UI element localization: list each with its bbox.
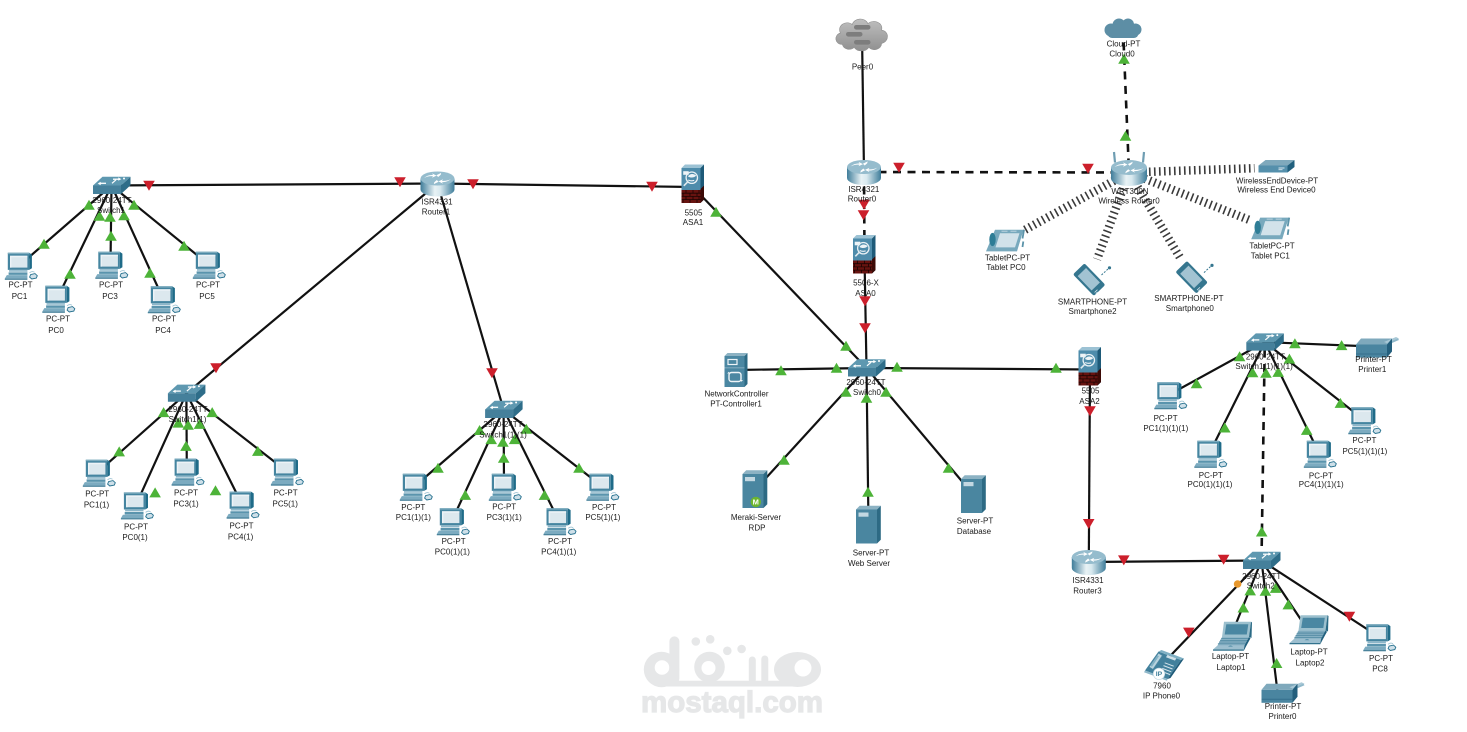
svg-text:Server-PT: Server-PT [853,548,890,557]
svg-text:Smartphone0: Smartphone0 [1166,304,1215,313]
svg-text:PC-PT: PC-PT [1154,414,1178,423]
svg-text:TabletPC-PT: TabletPC-PT [985,253,1030,262]
svg-text:PC-PT: PC-PT [174,488,198,497]
svg-text:PC-PT: PC-PT [274,488,298,497]
svg-text:2960-24TT: 2960-24TT [1246,352,1285,361]
svg-text:Laptop-PT: Laptop-PT [1212,652,1249,661]
svg-text:ISR4321: ISR4321 [848,185,880,194]
svg-text:Printer1: Printer1 [1358,365,1387,374]
svg-text:2960-24TT: 2960-24TT [168,405,207,414]
svg-text:Database: Database [957,527,992,536]
svg-text:RDP: RDP [749,523,766,532]
svg-text:PC4(1)(1): PC4(1)(1) [541,547,576,556]
svg-text:Peer0: Peer0 [852,62,874,71]
svg-text:ASA1: ASA1 [683,218,704,227]
svg-text:Printer-PT: Printer-PT [1265,702,1302,711]
svg-text:Router1: Router1 [422,207,451,216]
svg-text:PC4(1)(1)(1): PC4(1)(1)(1) [1299,480,1344,489]
svg-text:PC-PT: PC-PT [99,280,123,289]
svg-text:PT-Controller1: PT-Controller1 [710,399,762,408]
svg-text:Laptop-PT: Laptop-PT [1290,647,1327,656]
svg-text:Router0: Router0 [848,195,877,204]
svg-text:PC4(1): PC4(1) [228,532,254,541]
svg-text:PC5(1)(1)(1): PC5(1)(1)(1) [1342,447,1387,456]
svg-text:Switch1(1): Switch1(1) [169,415,207,424]
svg-text:WRT300N: WRT300N [1111,187,1148,196]
svg-text:PC0: PC0 [48,326,64,335]
svg-text:PC0(1)(1)(1): PC0(1)(1)(1) [1188,480,1233,489]
svg-text:PC-PT: PC-PT [46,314,70,323]
svg-text:ISR4331: ISR4331 [421,197,453,206]
svg-text:ASA0: ASA0 [855,289,876,298]
svg-text:IP Phone0: IP Phone0 [1143,692,1181,701]
svg-text:PC5(1)(1): PC5(1)(1) [585,513,620,522]
svg-text:2960-24TT: 2960-24TT [846,378,885,387]
svg-text:PC1(1)(1)(1): PC1(1)(1)(1) [1143,424,1188,433]
svg-text:Wireless End Device0: Wireless End Device0 [1237,185,1316,194]
svg-text:Web Server: Web Server [848,559,890,568]
svg-text:PC-PT: PC-PT [9,280,33,289]
svg-text:Cloud0: Cloud0 [1109,49,1135,58]
svg-text:2960-24TT: 2960-24TT [1242,572,1281,581]
svg-text:PC4: PC4 [155,326,171,335]
svg-text:Tablet PC1: Tablet PC1 [1251,252,1291,261]
svg-text:Switch1(1)(1): Switch1(1)(1) [479,430,527,439]
svg-text:PC-PT: PC-PT [85,490,109,499]
svg-text:NetworkController: NetworkController [704,389,768,398]
svg-text:PC-PT: PC-PT [442,537,466,546]
svg-text:SMARTPHONE-PT: SMARTPHONE-PT [1154,294,1223,303]
svg-text:PC1(1): PC1(1) [84,501,110,510]
svg-text:PC0(1)(1): PC0(1)(1) [435,547,470,556]
svg-text:PC-PT: PC-PT [1369,654,1393,663]
svg-text:Meraki-Server: Meraki-Server [731,513,782,522]
svg-text:Wireless Router0: Wireless Router0 [1098,196,1160,205]
svg-text:Printer-PT: Printer-PT [1355,355,1392,364]
svg-text:PC-PT: PC-PT [548,537,572,546]
svg-text:5506-X: 5506-X [853,278,879,287]
svg-text:ASA2: ASA2 [1079,397,1100,406]
svg-text:PC3(1): PC3(1) [173,499,199,508]
svg-text:Switch0: Switch0 [853,388,882,397]
svg-text:M: M [753,498,759,507]
svg-text:PC1(1)(1): PC1(1)(1) [396,513,431,522]
svg-text:PC-PT: PC-PT [1199,471,1223,480]
svg-text:PC-PT: PC-PT [230,522,254,531]
svg-text:Switch1(1)(1)(1): Switch1(1)(1)(1) [1235,362,1293,371]
svg-text:PC3: PC3 [102,292,118,301]
svg-text:Laptop1: Laptop1 [1217,663,1246,672]
svg-text:Tablet PC0: Tablet PC0 [986,263,1026,272]
svg-text:PC3(1)(1): PC3(1)(1) [487,513,522,522]
svg-text:SMARTPHONE-PT: SMARTPHONE-PT [1058,297,1127,306]
svg-text:5505: 5505 [685,208,703,217]
svg-text:PC-PT: PC-PT [152,314,176,323]
svg-text:PC8: PC8 [1372,664,1388,673]
svg-text:7960: 7960 [1153,681,1171,690]
svg-text:PC-PT: PC-PT [492,503,516,512]
svg-text:Cloud-PT: Cloud-PT [1107,39,1141,48]
svg-text:PC-PT: PC-PT [1352,436,1376,445]
svg-text:Router3: Router3 [1073,586,1102,595]
svg-text:Switch1: Switch1 [97,206,126,215]
svg-text:PC-PT: PC-PT [124,522,148,531]
svg-text:5505: 5505 [1082,386,1100,395]
svg-text:2960-24TT: 2960-24TT [483,420,522,429]
svg-text:Switch2: Switch2 [1247,581,1276,590]
svg-text:PC5(1): PC5(1) [273,499,299,508]
svg-text:2960-24TT: 2960-24TT [92,196,131,205]
svg-text:mostaql.com: mostaql.com [641,686,823,719]
svg-text:ISR4331: ISR4331 [1072,576,1104,585]
svg-text:TabletPC-PT: TabletPC-PT [1249,242,1294,251]
svg-text:Printer0: Printer0 [1268,712,1297,721]
svg-text:Smartphone2: Smartphone2 [1068,307,1117,316]
svg-text:PC1: PC1 [12,292,28,301]
svg-text:WirelessEndDevice-PT: WirelessEndDevice-PT [1236,176,1318,185]
svg-text:PC5: PC5 [199,292,215,301]
svg-text:Laptop2: Laptop2 [1296,658,1325,667]
svg-text:PC-PT: PC-PT [592,503,616,512]
svg-text:PC0(1): PC0(1) [122,533,148,542]
svg-text:Server-PT: Server-PT [957,516,994,525]
svg-text:PC-PT: PC-PT [196,280,220,289]
svg-text:PC-PT: PC-PT [1309,471,1333,480]
svg-text:PC-PT: PC-PT [401,503,425,512]
